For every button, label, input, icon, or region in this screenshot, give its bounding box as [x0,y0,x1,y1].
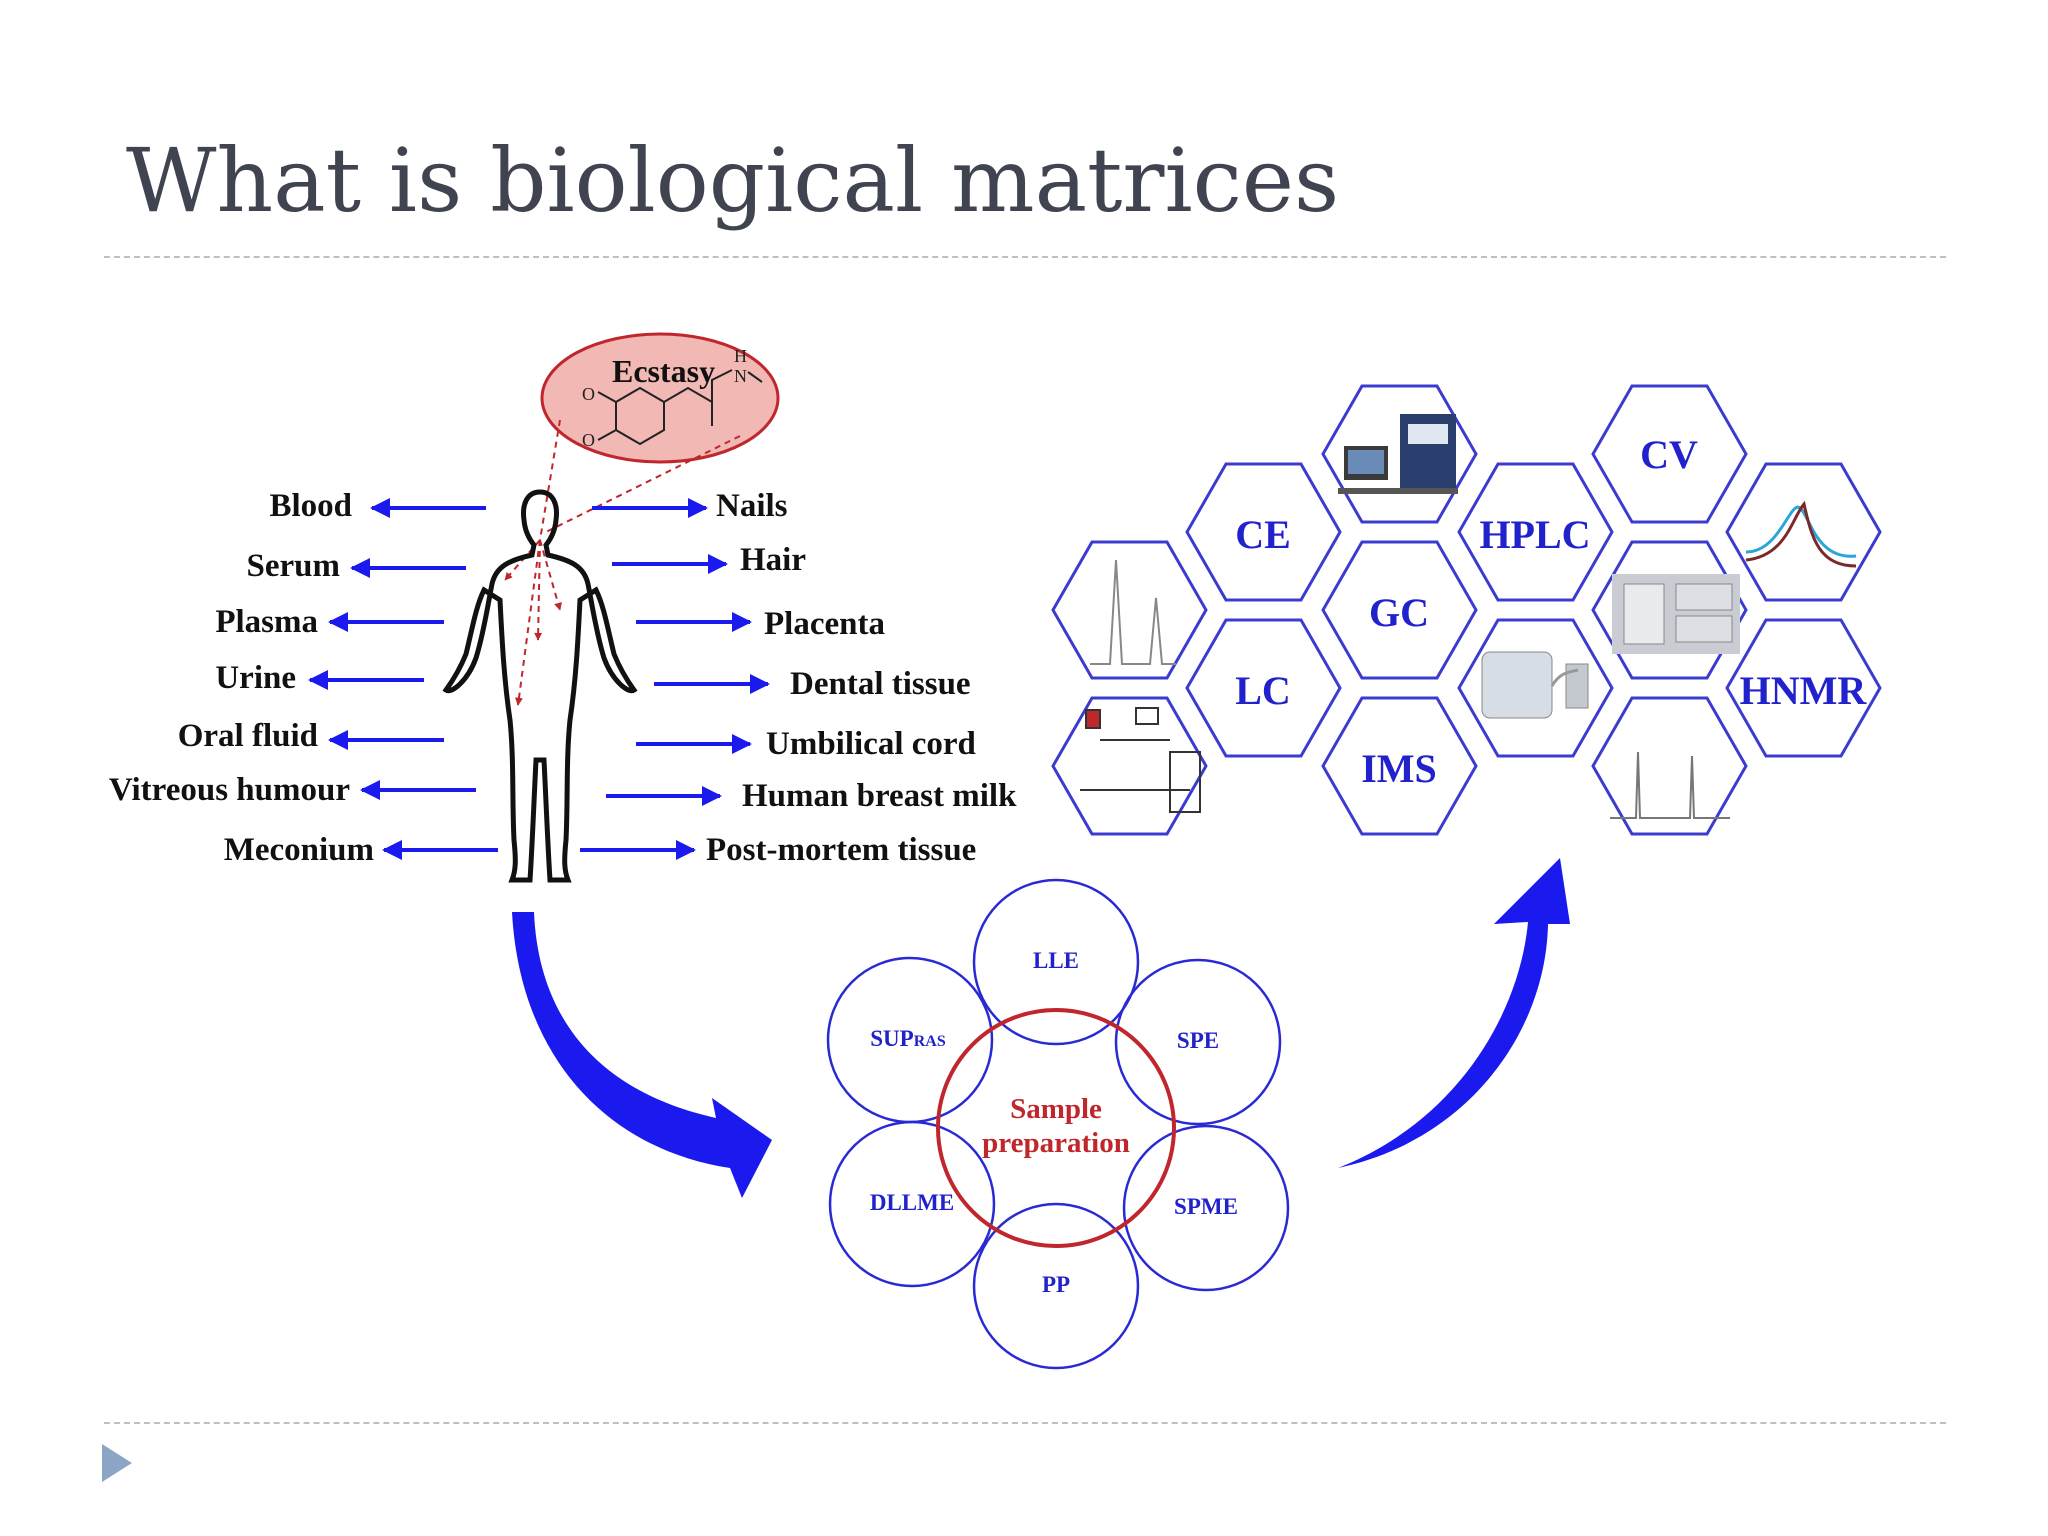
label-human-breast-milk: Human breast milk [742,778,1017,814]
label-dental-tissue: Dental tissue [790,666,971,702]
atom-h: H [734,346,747,366]
tech-ims: IMS [1361,746,1437,791]
hex-image-nmr-spectrum [1591,696,1748,836]
atom-o1: O [582,384,595,404]
tech-lc: LC [1235,668,1291,713]
curved-arrow-to-techniques [1338,858,1570,1168]
label-blood: Blood [269,488,352,524]
method-spme: SPME [1174,1194,1238,1219]
slide-title: What is biological matrices [126,129,1340,232]
label-placenta: Placenta [764,606,885,642]
tech-hnmr: HNMR [1740,668,1868,713]
label-meconium: Meconium [224,832,374,868]
hex-gc [1321,540,1478,680]
hplc-system-image [1612,574,1740,654]
atom-o2: O [582,430,595,450]
label-vitreous-humour: Vitreous humour [109,772,350,808]
method-supras: SUPRAS [870,1026,946,1051]
tech-hplc: HPLC [1479,512,1590,557]
method-pp: PP [1042,1272,1070,1297]
curved-arrow-to-sample-prep [512,912,772,1198]
sample-prep-line1: Sample [1010,1093,1102,1125]
hex-lc [1185,618,1342,758]
slide-nav-triangle-icon [102,1444,132,1482]
human-body-icon [442,489,638,883]
ims-device-image [1481,651,1589,719]
tech-cv: CV [1640,432,1698,477]
method-dllme: DLLME [870,1190,954,1215]
label-oral-fluid: Oral fluid [178,718,318,754]
ecstasy-label: Ecstasy [612,353,715,389]
ecstasy-molecule: Ecstasy O O N H [540,332,780,464]
label-serum: Serum [247,548,341,584]
atom-n: N [734,366,747,386]
method-lle: LLE [1033,948,1079,973]
label-post-mortem-tissue: Post-mortem tissue [706,832,976,868]
footer-divider [104,1422,1946,1424]
hex-cv [1591,384,1748,524]
hex-ce [1185,462,1342,602]
label-urine: Urine [215,660,296,696]
method-supras-main: SUP [870,1026,913,1051]
left-arrows [308,498,498,860]
sample-prep-center-circle [936,1008,1176,1248]
cv-plot-image [1745,500,1857,568]
tech-ce: CE [1235,512,1291,557]
nmr-spectrum-image [1610,751,1730,819]
title-divider [104,256,1946,258]
matrix-labels-right: Nails Hair Placenta Dental tissue Umbili… [706,488,1017,868]
hex-ims [1321,696,1478,836]
sample-prep-circles [826,878,1290,1370]
hex-image-chromatogram [1051,540,1208,680]
technique-hexagons [1051,384,1882,836]
chromatogram-image [1090,559,1176,665]
hex-hnmr [1725,618,1882,758]
circuit-image [1080,707,1201,813]
label-plasma: Plasma [215,604,318,640]
right-arrows [580,498,770,860]
method-spe: SPE [1177,1028,1219,1053]
tech-gc: GC [1369,590,1429,635]
label-hair: Hair [740,542,806,578]
label-nails: Nails [716,488,788,524]
hex-hplc [1457,462,1614,602]
sample-prep-line2: preparation [982,1127,1130,1159]
label-umbilical-cord: Umbilical cord [766,726,976,762]
hex-image-circuit [1051,696,1208,836]
matrix-labels-left: Blood Serum Plasma Urine Oral fluid Vitr… [109,488,374,868]
hex-image-cv-plot [1725,462,1882,602]
instrument-image [1338,414,1458,494]
method-supras-small: RAS [914,1033,946,1050]
